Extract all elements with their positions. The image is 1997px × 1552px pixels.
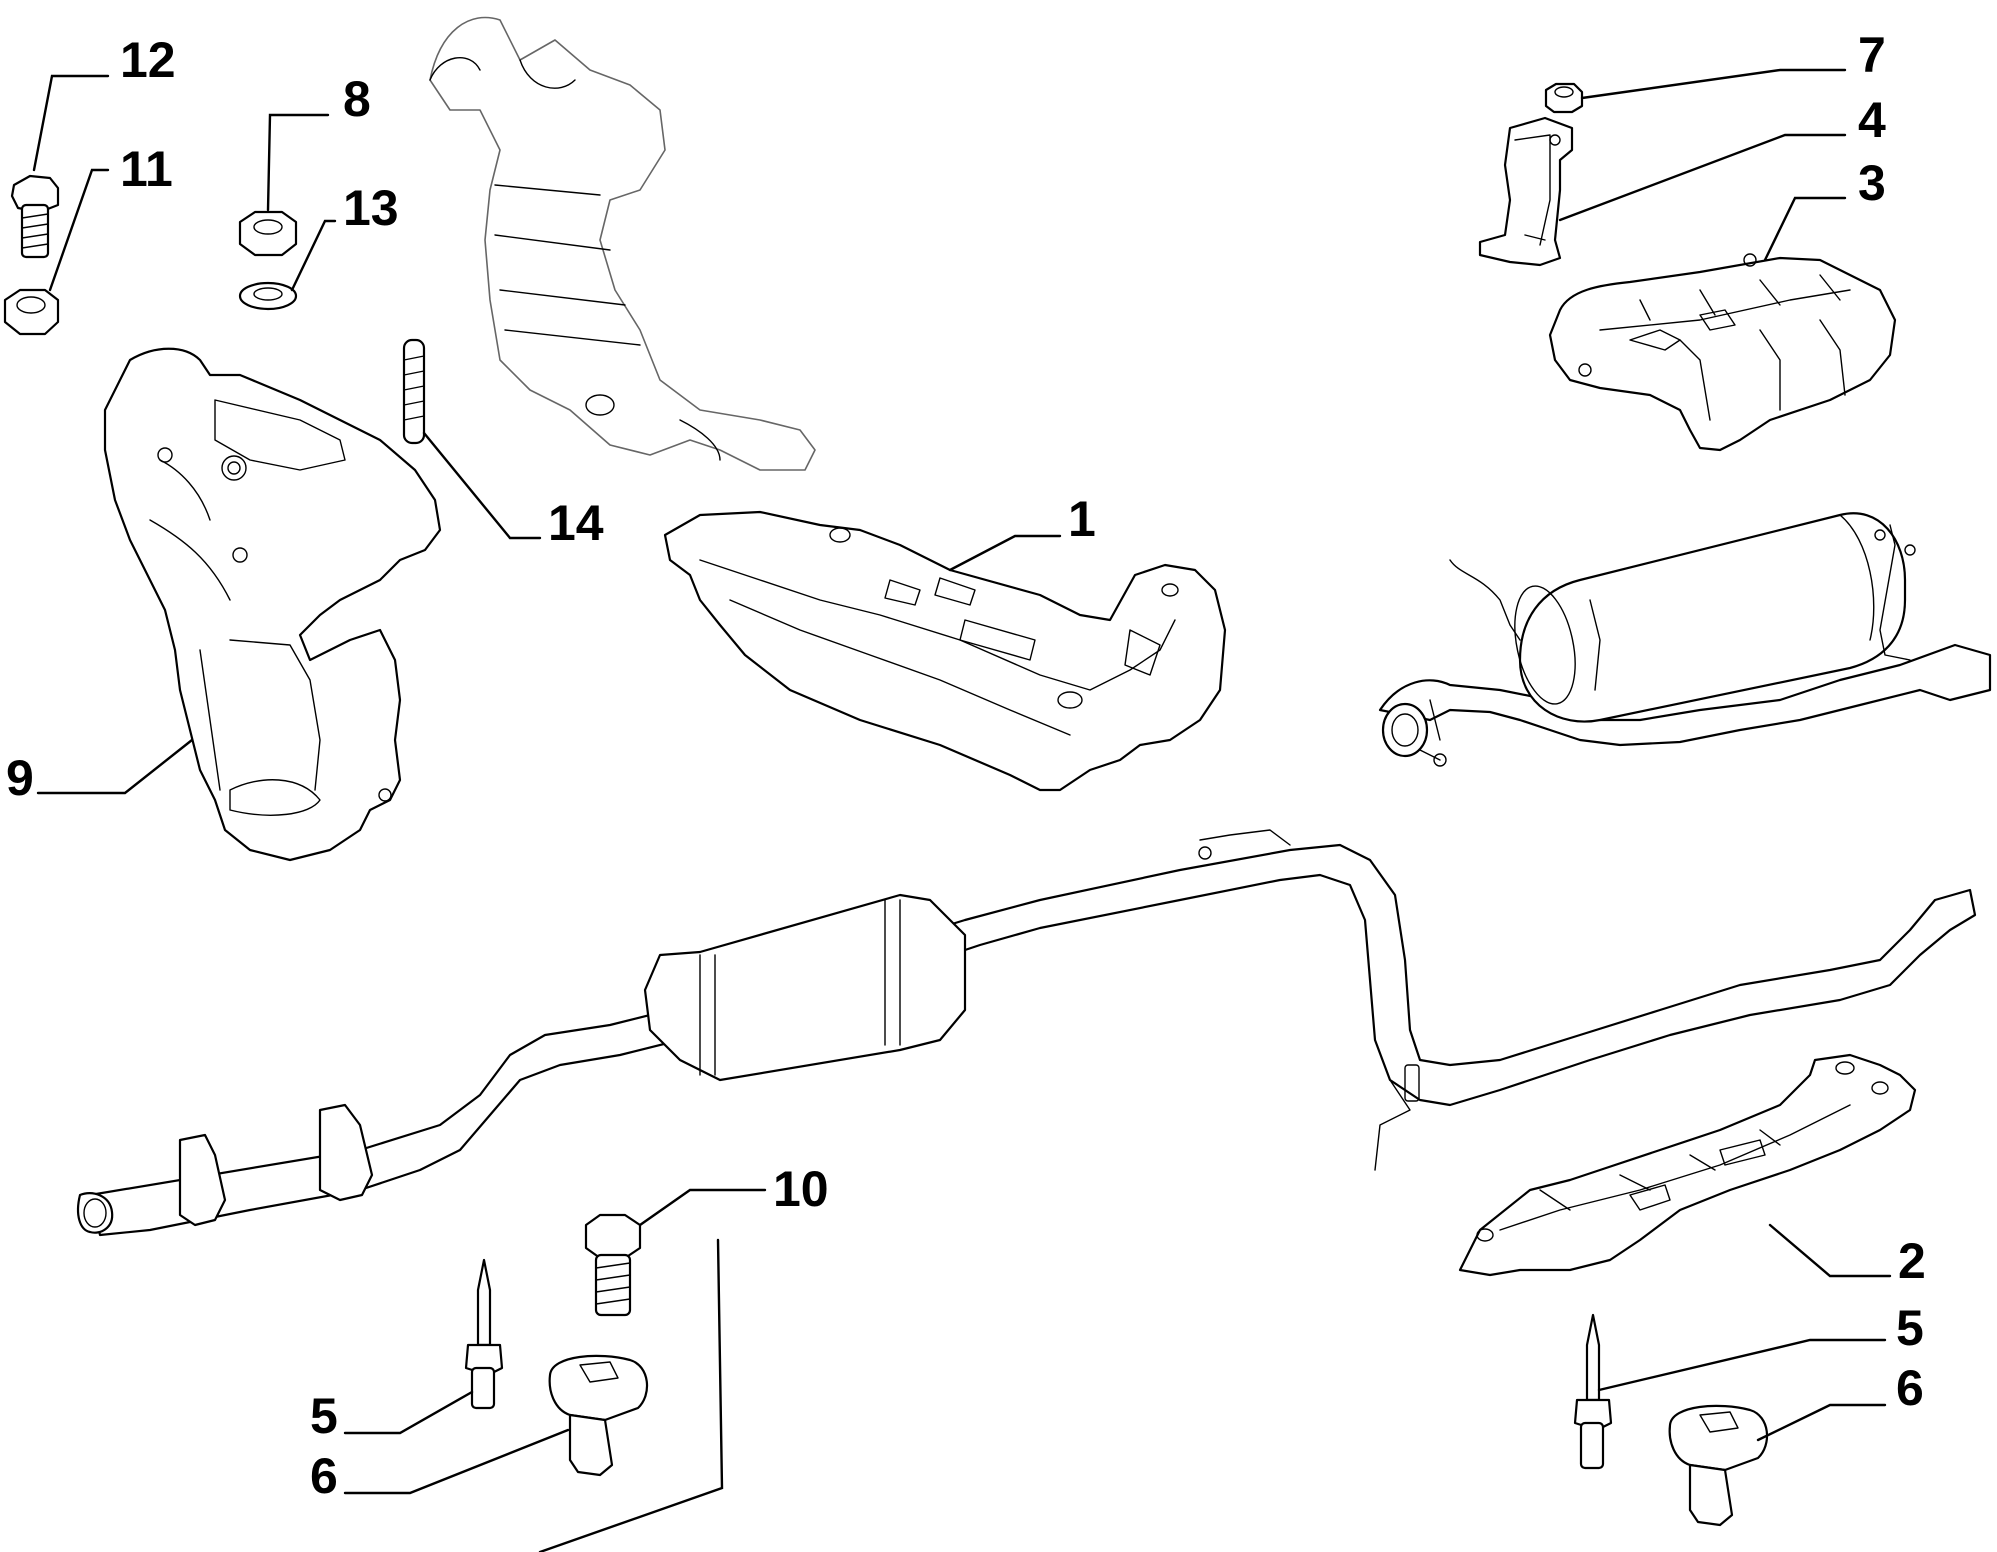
bracket-4-icon [1478, 116, 1574, 267]
leader-2 [1768, 1223, 1892, 1278]
rear-muffler-icon [1378, 512, 1992, 767]
callout-5-left: 5 [310, 1388, 338, 1444]
callout-4: 4 [1858, 92, 1886, 148]
grommet-6-right-icon [1668, 1404, 1769, 1527]
leader-4 [1558, 133, 1847, 222]
callout-2: 2 [1898, 1233, 1926, 1289]
callout-labels: 12 11 8 13 14 9 1 7 4 3 2 10 5 6 5 6 [6, 27, 1926, 1504]
bolt-10-icon [584, 1213, 642, 1317]
callout-11: 11 [120, 141, 173, 197]
callout-8: 8 [343, 71, 371, 127]
leader-6-left [343, 1428, 570, 1495]
leader-10-long [538, 1238, 724, 1552]
bolt-12-icon [10, 174, 60, 259]
manifold-heat-shield-icon [103, 347, 442, 862]
callout-12: 12 [120, 32, 176, 88]
leader-lines [32, 68, 1892, 1552]
callout-14: 14 [548, 495, 604, 551]
leader-9 [36, 738, 194, 795]
leader-1 [948, 534, 1062, 572]
leader-6-right [1756, 1403, 1887, 1442]
leader-14 [422, 431, 542, 540]
callout-6-right: 6 [1896, 1360, 1924, 1416]
washer-13-icon [238, 281, 298, 311]
leader-5-right [1597, 1338, 1887, 1392]
rear-muffler-heat-shield-icon [1548, 253, 1897, 452]
leader-11 [48, 168, 110, 292]
stud-14-icon [402, 338, 426, 445]
callout-13: 13 [343, 180, 399, 236]
callout-5-right: 5 [1896, 1300, 1924, 1356]
leader-8 [266, 113, 330, 212]
center-heat-shield-icon [663, 510, 1227, 792]
callout-3: 3 [1858, 155, 1886, 211]
callout-1: 1 [1068, 491, 1096, 547]
callout-7: 7 [1858, 27, 1886, 83]
rivet-5-left-icon [464, 1258, 504, 1410]
exhaust-pipe-icon [76, 829, 1977, 1237]
leader-12 [32, 74, 110, 172]
callout-6-left: 6 [310, 1448, 338, 1504]
manifold-catalyst-ghost-icon [429, 16, 816, 471]
leader-7 [1580, 68, 1847, 100]
nut-11-icon [3, 288, 60, 336]
leader-5-left [343, 1390, 474, 1435]
nut-8-icon [238, 210, 298, 257]
leader-3 [1763, 196, 1847, 262]
callout-10: 10 [773, 1161, 829, 1217]
callout-9: 9 [6, 750, 34, 806]
leader-13 [290, 219, 337, 292]
rivet-5-right-icon [1573, 1313, 1613, 1470]
nut-7-icon [1544, 82, 1584, 114]
grommet-6-left-icon [548, 1354, 649, 1477]
leader-10 [638, 1188, 767, 1227]
underfloor-heat-shield-icon [1458, 1053, 1917, 1277]
